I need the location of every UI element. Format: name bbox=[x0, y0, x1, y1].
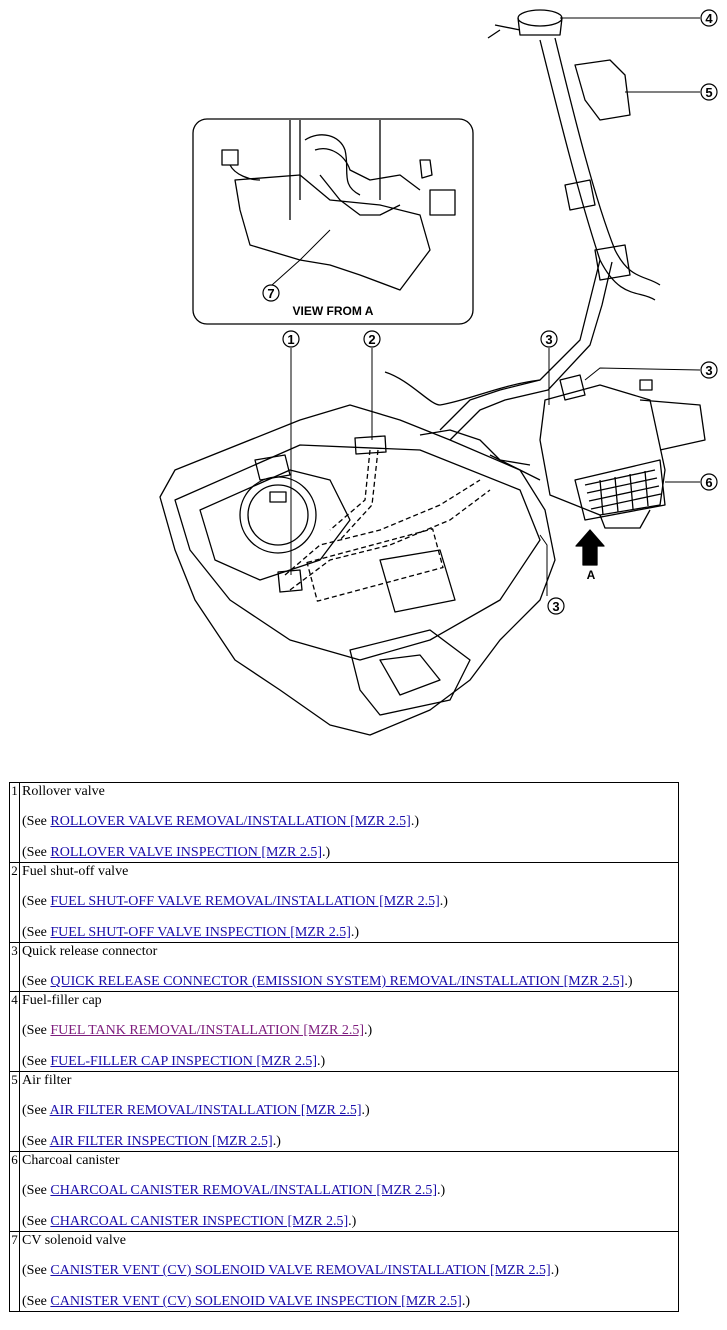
part-name: Quick release connector bbox=[22, 944, 158, 959]
reference-line: (See AIR FILTER REMOVAL/INSTALLATION [MZ… bbox=[22, 1103, 678, 1119]
reference-suffix: .) bbox=[348, 1214, 357, 1229]
reference-line: (See CANISTER VENT (CV) SOLENOID VALVE I… bbox=[22, 1294, 678, 1310]
reference-prefix: (See bbox=[22, 845, 51, 860]
reference-prefix: (See bbox=[22, 925, 51, 940]
callout-7: 7 bbox=[267, 286, 274, 301]
view-from-a-frame bbox=[192, 118, 474, 325]
part-description: Air filter (See AIR FILTER REMOVAL/INSTAL… bbox=[19, 1071, 679, 1152]
reference-suffix: .) bbox=[461, 1294, 471, 1309]
component-diagram: 1 2 3 3 3 4 5 6 7 VIEW FROM A A bbox=[159, 9, 718, 736]
reference-prefix: (See bbox=[22, 1294, 51, 1309]
reference-line: (See FUEL TANK REMOVAL/INSTALLATION [MZR… bbox=[22, 1023, 678, 1039]
part-number: 1 bbox=[9, 782, 20, 863]
view-from-a-label: VIEW FROM A bbox=[293, 304, 374, 318]
procedure-link[interactable]: CHARCOAL CANISTER INSPECTION [MZR 2.5] bbox=[50, 1214, 349, 1229]
procedure-link[interactable]: QUICK RELEASE CONNECTOR (EMISSION SYSTEM… bbox=[50, 974, 625, 989]
part-number: 7 bbox=[9, 1231, 20, 1312]
reference-prefix: (See bbox=[22, 1023, 51, 1038]
procedure-link[interactable]: ROLLOVER VALVE REMOVAL/INSTALLATION [MZR… bbox=[50, 814, 411, 829]
reference-line: (See QUICK RELEASE CONNECTOR (EMISSION S… bbox=[22, 974, 678, 990]
reference-line: (See AIR FILTER INSPECTION [MZR 2.5].) bbox=[22, 1134, 678, 1150]
reference-suffix: .) bbox=[272, 1134, 281, 1149]
reference-line: (See CHARCOAL CANISTER REMOVAL/INSTALLAT… bbox=[22, 1183, 678, 1199]
reference-suffix: .) bbox=[437, 1183, 446, 1198]
reference-line: (See CANISTER VENT (CV) SOLENOID VALVE R… bbox=[22, 1263, 678, 1279]
callout-1: 1 bbox=[287, 332, 294, 347]
reference-suffix: .) bbox=[410, 814, 419, 829]
part-description: Fuel-filler cap (See FUEL TANK REMOVAL/IN… bbox=[19, 991, 679, 1072]
procedure-link[interactable]: AIR FILTER REMOVAL/INSTALLATION [MZR 2.5… bbox=[49, 1103, 362, 1118]
part-number: 5 bbox=[9, 1071, 20, 1152]
part-description: Charcoal canister (See CHARCOAL CANISTER … bbox=[19, 1151, 679, 1232]
part-number: 3 bbox=[9, 942, 20, 992]
part-description: Quick release connector (See QUICK RELEAS… bbox=[19, 942, 679, 992]
callout-2: 2 bbox=[368, 332, 375, 347]
callout-4: 4 bbox=[705, 11, 713, 26]
part-description: CV solenoid valve (See CANISTER VENT (CV)… bbox=[19, 1231, 679, 1312]
reference-line: (See FUEL SHUT-OFF VALVE INSPECTION [MZR… bbox=[22, 925, 678, 941]
reference-suffix: .) bbox=[361, 1103, 370, 1118]
part-name: Fuel shut-off valve bbox=[22, 864, 129, 879]
part-name: Fuel-filler cap bbox=[22, 993, 102, 1008]
view-arrow-a bbox=[575, 529, 605, 566]
callout-3b: 3 bbox=[705, 363, 712, 378]
filler-pipe bbox=[539, 39, 656, 301]
procedure-link[interactable]: FUEL-FILLER CAP INSPECTION [MZR 2.5] bbox=[50, 1054, 318, 1069]
part-number: 2 bbox=[9, 862, 20, 943]
reference-suffix: .) bbox=[439, 894, 448, 909]
part-name: Air filter bbox=[22, 1073, 72, 1088]
reference-prefix: (See bbox=[22, 814, 51, 829]
reference-line: (See ROLLOVER VALVE INSPECTION [MZR 2.5]… bbox=[22, 845, 678, 861]
part-name: CV solenoid valve bbox=[22, 1233, 126, 1248]
callout-3c: 3 bbox=[552, 599, 559, 614]
charcoal-canister-shape bbox=[539, 384, 666, 516]
procedure-link[interactable]: FUEL TANK REMOVAL/INSTALLATION [MZR 2.5] bbox=[50, 1023, 365, 1038]
reference-line: (See ROLLOVER VALVE REMOVAL/INSTALLATION… bbox=[22, 814, 678, 830]
reference-line: (See CHARCOAL CANISTER INSPECTION [MZR 2… bbox=[22, 1214, 678, 1230]
part-description: Fuel shut-off valve (See FUEL SHUT-OFF VA… bbox=[19, 862, 679, 943]
reference-suffix: .) bbox=[317, 1054, 326, 1069]
procedure-link[interactable]: CHARCOAL CANISTER REMOVAL/INSTALLATION [… bbox=[50, 1183, 437, 1198]
part-name: Charcoal canister bbox=[22, 1153, 120, 1168]
callout-3a: 3 bbox=[545, 332, 552, 347]
reference-prefix: (See bbox=[22, 1103, 50, 1118]
reference-line: (See FUEL-FILLER CAP INSPECTION [MZR 2.5… bbox=[22, 1054, 678, 1070]
procedure-link[interactable]: CANISTER VENT (CV) SOLENOID VALVE INSPEC… bbox=[50, 1294, 462, 1309]
fuel-tank-outline bbox=[159, 404, 556, 736]
part-name: Rollover valve bbox=[22, 784, 105, 799]
reference-suffix: .) bbox=[624, 974, 633, 989]
procedure-link[interactable]: ROLLOVER VALVE INSPECTION [MZR 2.5] bbox=[50, 845, 322, 860]
reference-suffix: .) bbox=[321, 845, 331, 860]
callout-6: 6 bbox=[705, 475, 712, 490]
procedure-link[interactable]: AIR FILTER INSPECTION [MZR 2.5] bbox=[49, 1134, 273, 1149]
part-number: 6 bbox=[9, 1151, 20, 1232]
part-description: Rollover valve (See ROLLOVER VALVE REMOVA… bbox=[19, 782, 679, 863]
reference-suffix: .) bbox=[550, 1263, 559, 1278]
reference-prefix: (See bbox=[22, 1263, 51, 1278]
reference-prefix: (See bbox=[22, 1183, 51, 1198]
procedure-link[interactable]: CANISTER VENT (CV) SOLENOID VALVE REMOVA… bbox=[50, 1263, 551, 1278]
part-number: 4 bbox=[9, 991, 20, 1072]
callout-5: 5 bbox=[705, 85, 712, 100]
reference-prefix: (See bbox=[22, 1054, 51, 1069]
reference-suffix: .) bbox=[364, 1023, 373, 1038]
procedure-link[interactable]: FUEL SHUT-OFF VALVE INSPECTION [MZR 2.5] bbox=[50, 925, 351, 940]
reference-line: (See FUEL SHUT-OFF VALVE REMOVAL/INSTALL… bbox=[22, 894, 678, 910]
reference-prefix: (See bbox=[22, 894, 51, 909]
reference-prefix: (See bbox=[22, 1134, 50, 1149]
reference-prefix: (See bbox=[22, 1214, 51, 1229]
arrow-a-label: A bbox=[587, 568, 596, 582]
procedure-link[interactable]: FUEL SHUT-OFF VALVE REMOVAL/INSTALLATION… bbox=[50, 894, 440, 909]
reference-suffix: .) bbox=[350, 925, 360, 940]
reference-prefix: (See bbox=[22, 974, 51, 989]
fuel-filler-cap-shape bbox=[517, 9, 563, 27]
